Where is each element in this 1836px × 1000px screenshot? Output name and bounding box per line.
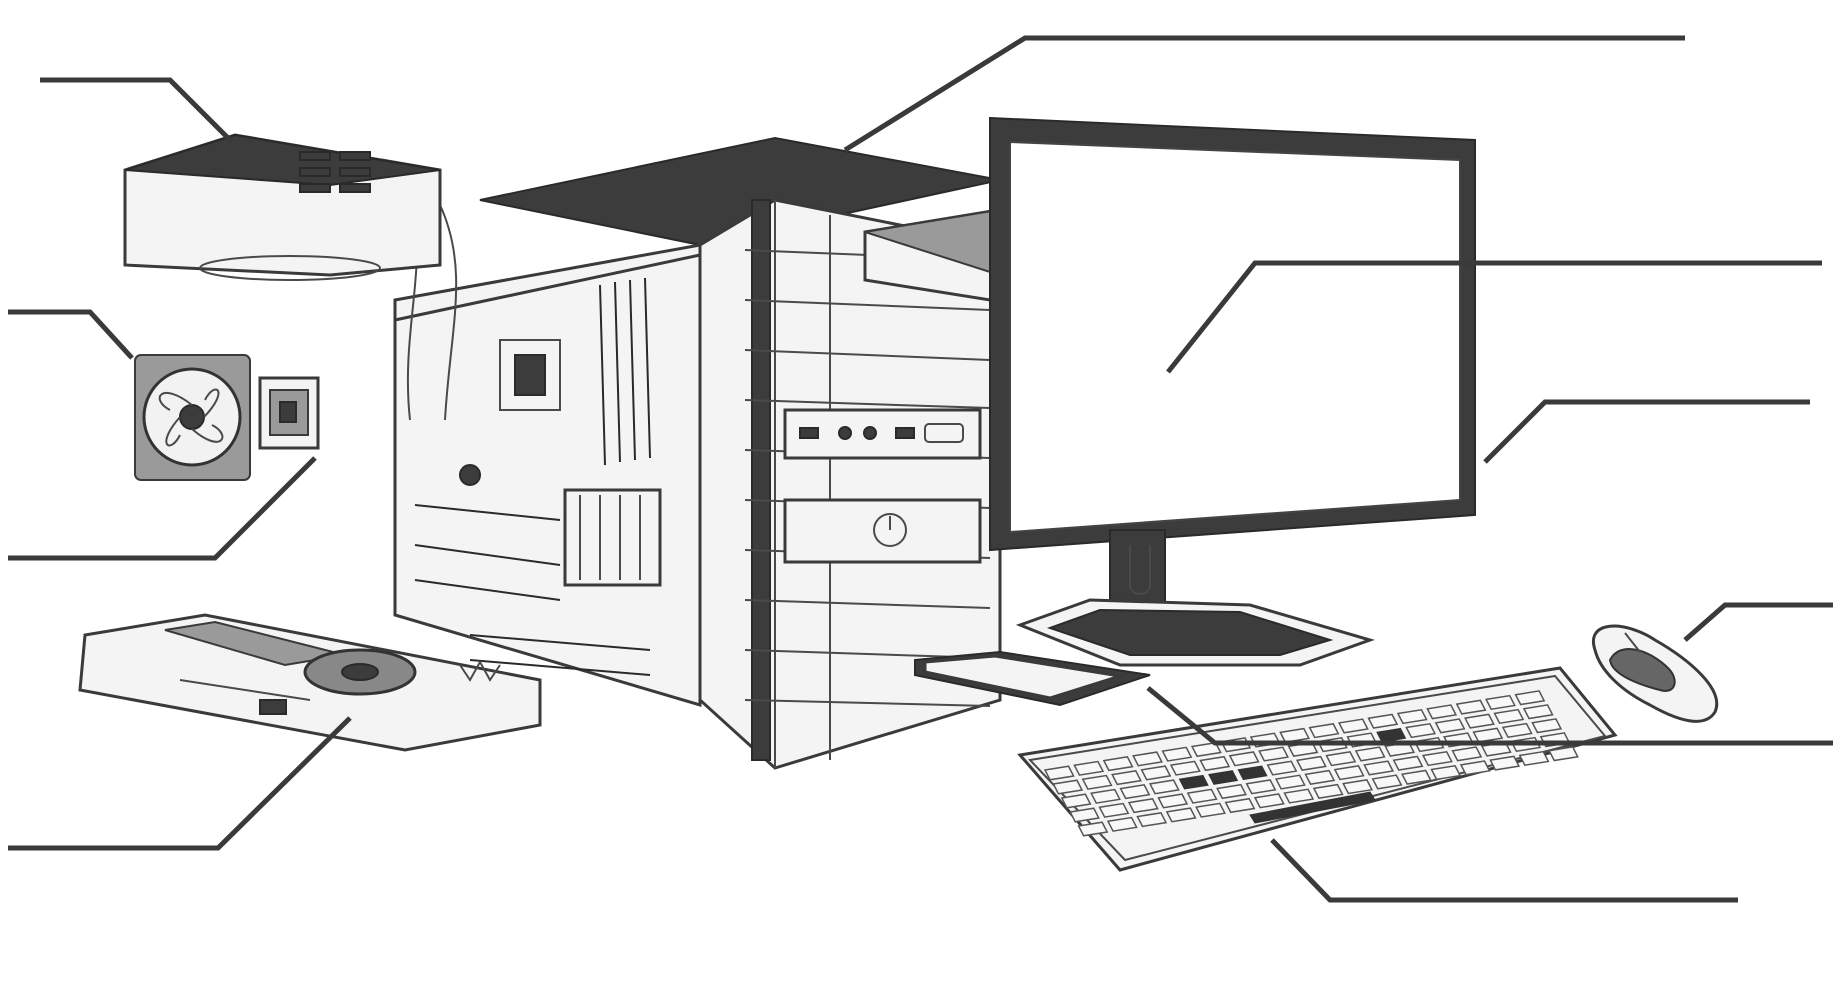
leader-graphics-card [8,718,350,848]
leader-keyboard [1272,840,1738,900]
keyboard-icon [1020,668,1615,870]
leader-case-fan [8,312,132,358]
leader-mouse [1685,605,1833,640]
computer-mouse-icon [1593,626,1716,721]
power-supply-icon [125,135,440,280]
lcd-monitor-icon [990,118,1475,665]
cooling-fan-icon [135,355,250,480]
leader-power-supply [40,80,232,142]
leader-monitor [1485,402,1810,462]
motherboard [395,255,700,705]
hard-disk-drive-icon [260,378,318,448]
